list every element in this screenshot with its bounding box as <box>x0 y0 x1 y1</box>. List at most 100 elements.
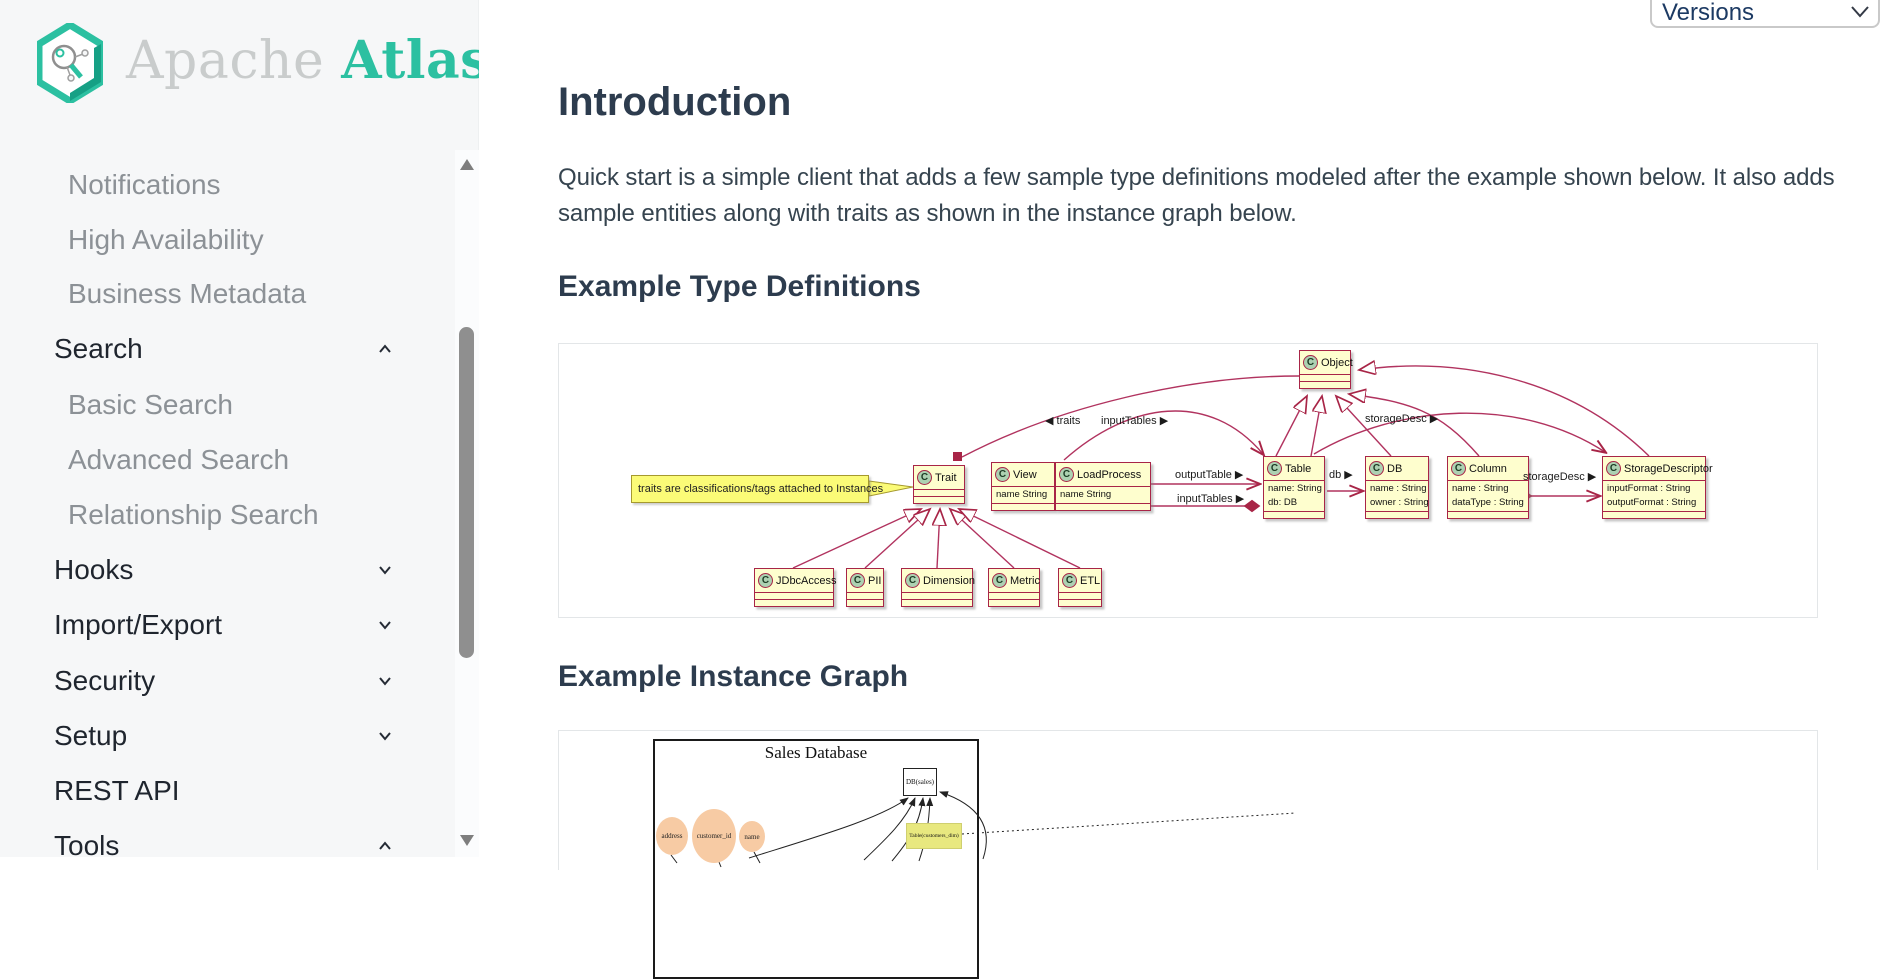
class-attribute: dataType : String <box>1452 497 1524 508</box>
class-attribute: name: String <box>1268 483 1322 494</box>
chevron-down-icon <box>379 677 391 686</box>
chevron-up-icon <box>379 841 391 850</box>
class-name: Metric <box>1010 574 1040 587</box>
sidebar-item-hooks[interactable]: Hooks <box>0 542 455 598</box>
class-name: LoadProcess <box>1077 468 1142 481</box>
uml-edge-label: ◀ traits <box>1045 415 1081 427</box>
sidebar-item-label: Basic Search <box>68 389 233 420</box>
class-circle-icon: C <box>992 573 1007 588</box>
sidebar-item-label: High Availability <box>68 224 264 255</box>
sidebar-item-label: Hooks <box>54 554 134 585</box>
section-heading-instance-graph: Example Instance Graph <box>558 660 909 693</box>
triangle-up-icon[interactable] <box>460 159 474 170</box>
chevron-down-icon <box>379 566 391 575</box>
intro-paragraph: Quick start is a simple client that adds… <box>558 164 1835 227</box>
class-name: JDbcAccess <box>776 574 837 587</box>
class-circle-icon: C <box>1606 461 1621 476</box>
sidebar-item-security[interactable]: Security <box>0 653 455 709</box>
sidebar-item-basic-search[interactable]: Basic Search <box>0 377 455 433</box>
class-circle-icon: C <box>1059 467 1074 482</box>
chevron-down-icon <box>1851 6 1869 18</box>
uml-edge-label: outputTable ▶ <box>1175 469 1244 481</box>
sidebar-item-search[interactable]: Search <box>0 321 455 377</box>
brand-apache: Apache <box>126 31 325 91</box>
sidebar-item-label: Business Metadata <box>68 278 307 309</box>
page-title: Introduction <box>558 80 792 124</box>
class-name: Column <box>1469 462 1507 475</box>
class-attribute: name : String <box>1452 483 1509 494</box>
instance-graph-diagram: Sales Database DB(sales) Table(customers… <box>558 730 1818 979</box>
sidebar-item-advanced-search[interactable]: Advanced Search <box>0 432 455 488</box>
sidebar-item-import-export[interactable]: Import/Export <box>0 597 455 653</box>
class-circle-icon: C <box>850 573 865 588</box>
sidebar-item-relationship-search[interactable]: Relationship Search <box>0 487 455 543</box>
main-content: Introduction Quick start is a simple cli… <box>479 0 1889 979</box>
uml-edge-label: storageDesc ▶ <box>1365 413 1439 425</box>
class-name: Trait <box>935 471 957 484</box>
sidebar-item-tools[interactable]: Tools <box>0 818 455 874</box>
chevron-down-icon <box>379 732 391 741</box>
class-attribute: name : String <box>1370 483 1427 494</box>
section-heading-type-definitions: Example Type Definitions <box>558 270 921 303</box>
type-definitions-diagram: traits are classifications/tags attached… <box>558 343 1818 618</box>
column-node-name: name <box>739 821 765 852</box>
sidebar-item-business-metadata[interactable]: Business Metadata <box>0 266 455 322</box>
atlas-hexagon-magnifier-icon <box>37 23 103 103</box>
class-attribute: inputFormat : String <box>1607 483 1691 494</box>
uml-edge-label: inputTables ▶ <box>1101 415 1169 427</box>
column-node-address: address <box>656 817 688 855</box>
versions-dropdown-value: Versions <box>1662 0 1755 26</box>
uml-edge-label: inputTables ▶ <box>1177 493 1245 505</box>
class-name: View <box>1013 468 1037 481</box>
logo[interactable] <box>37 23 103 103</box>
cluster-title: Sales Database <box>764 743 868 762</box>
scrollbar-thumb[interactable] <box>459 327 474 658</box>
sidebar-scrollbar[interactable] <box>455 150 479 857</box>
uml-edge-label: db ▶ <box>1329 469 1353 481</box>
sidebar-item-rest-api[interactable]: REST API <box>0 763 455 819</box>
sidebar-item-label: Setup <box>54 720 128 751</box>
class-circle-icon: C <box>1451 461 1466 476</box>
chevron-up-icon <box>379 344 391 353</box>
sidebar-item-label: Tools <box>54 830 120 861</box>
triangle-down-icon[interactable] <box>460 835 474 846</box>
sidebar-item-label: Search <box>54 333 143 364</box>
class-name: DB <box>1387 462 1403 475</box>
chevron-down-icon <box>379 621 391 630</box>
sidebar-item-label: Notifications <box>68 169 221 200</box>
class-name: PII <box>868 574 882 587</box>
sidebar-item-high-availability[interactable]: High Availability <box>0 212 455 268</box>
db-sales-node: DB(sales) <box>903 768 937 796</box>
table-customers-dim-node: Table(customers_dim) <box>906 823 962 849</box>
sidebar-item-notifications[interactable]: Notifications <box>0 157 455 213</box>
class-name: ETL <box>1080 574 1101 587</box>
class-circle-icon: C <box>995 467 1010 482</box>
class-circle-icon: C <box>1062 573 1077 588</box>
class-attribute: db: DB <box>1268 497 1298 508</box>
sidebar-item-label: Security <box>54 665 156 696</box>
brand-wordmark[interactable]: Apache Atlas <box>126 30 490 92</box>
class-circle-icon: C <box>1267 461 1282 476</box>
class-attribute: outputFormat : String <box>1607 497 1697 508</box>
sidebar-item-label: Import/Export <box>54 609 223 640</box>
class-circle-icon: C <box>1303 355 1318 370</box>
sidebar-item-setup[interactable]: Setup <box>0 708 455 764</box>
class-attribute: name String <box>996 489 1048 500</box>
versions-dropdown[interactable]: Versions <box>1650 0 1880 28</box>
class-name: StorageDescriptor <box>1624 462 1713 475</box>
class-attribute: name String <box>1060 489 1112 500</box>
sidebar-item-label: REST API <box>54 775 180 806</box>
class-attribute: owner : String <box>1370 497 1429 508</box>
